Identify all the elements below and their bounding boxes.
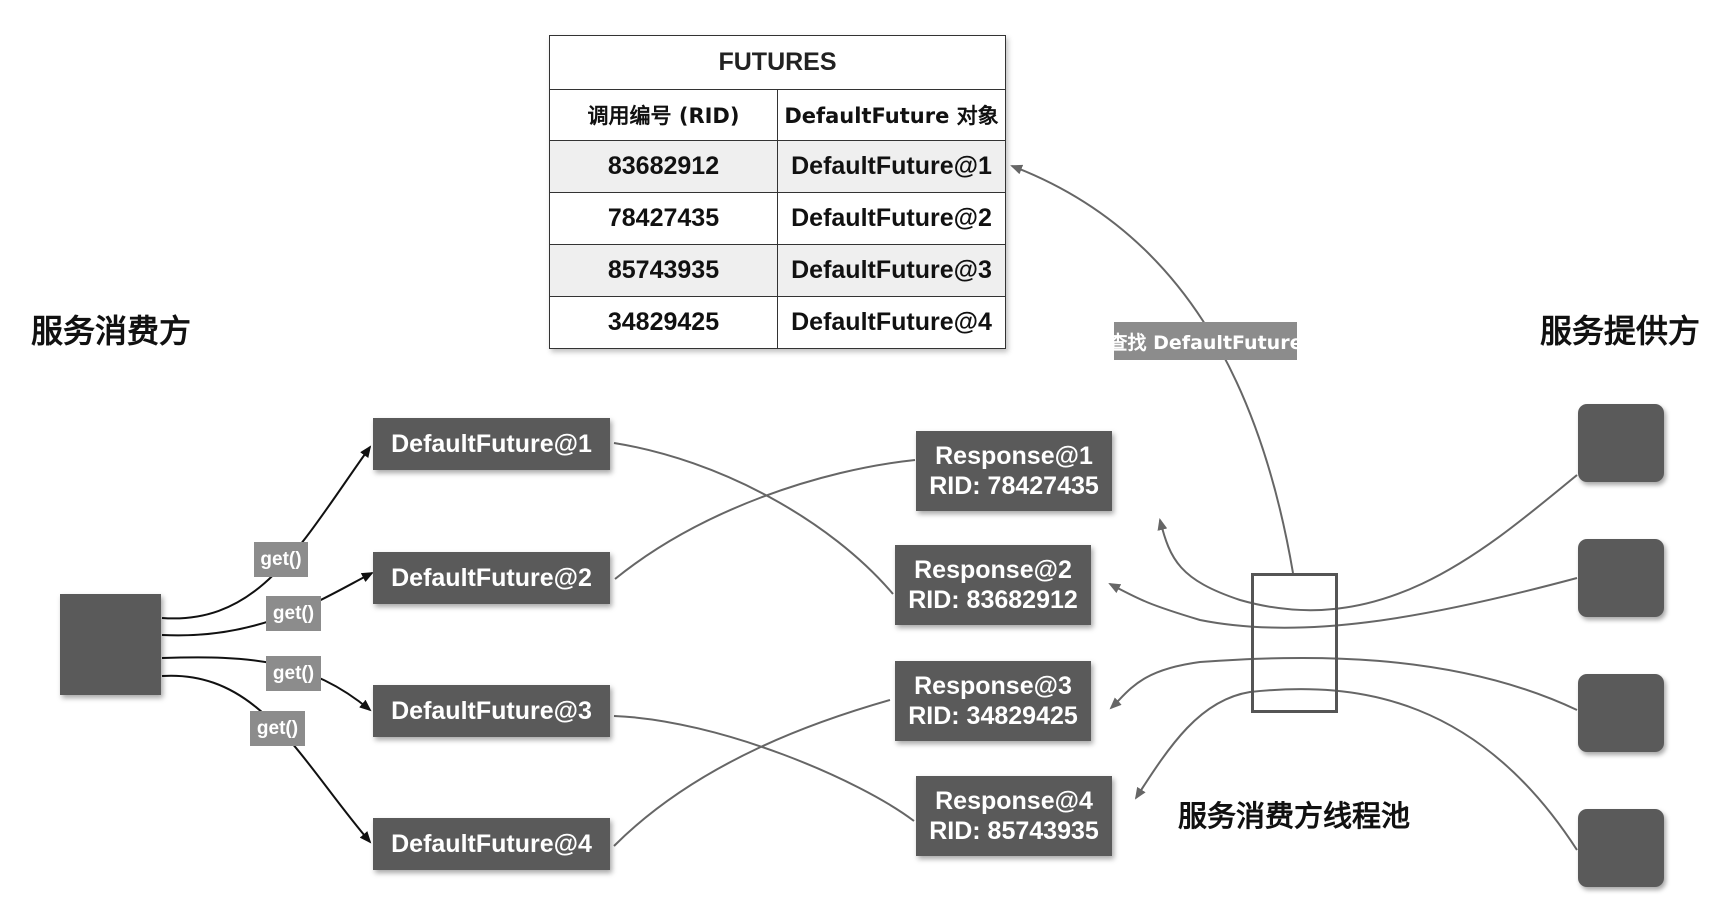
thread-pool-node xyxy=(1251,573,1338,713)
get-tag-3: get() xyxy=(266,656,321,691)
provider-title: 服务提供方 xyxy=(1540,312,1701,350)
link-future2-response1 xyxy=(614,459,916,580)
rid-cell: 78427435 xyxy=(550,193,778,244)
table-row: 34829425 DefaultFuture@4 xyxy=(550,296,1005,348)
futures-table-header: 调用编号 (RID) DefaultFuture 对象 xyxy=(550,89,1005,140)
get-tag-4: get() xyxy=(250,711,305,746)
response-name: Response@1 xyxy=(935,442,1093,470)
provider-node-1 xyxy=(1578,404,1664,482)
future-label: DefaultFuture@2 xyxy=(391,564,592,592)
provider3-to-response3 xyxy=(1109,656,1578,711)
link-future1-response2 xyxy=(613,442,894,595)
futures-table-title: FUTURES xyxy=(718,48,837,76)
provider-node-3 xyxy=(1578,674,1664,752)
consumer-title: 服务消费方 xyxy=(31,312,192,350)
future-cell: DefaultFuture@1 xyxy=(791,152,992,180)
consumer-node xyxy=(60,594,161,695)
future-cell: DefaultFuture@3 xyxy=(791,256,992,284)
future-label: DefaultFuture@1 xyxy=(391,430,592,458)
thread-pool-label: 服务消费方线程池 xyxy=(1178,799,1411,833)
default-future-box-4: DefaultFuture@4 xyxy=(373,818,610,870)
response-box-2: Response@2 RID: 83682912 xyxy=(895,545,1091,625)
default-future-box-2: DefaultFuture@2 xyxy=(373,552,610,604)
link-future4-response3 xyxy=(613,699,891,847)
get-arrow-4 xyxy=(161,674,372,844)
response-name: Response@3 xyxy=(914,672,1072,700)
futures-table: FUTURES 调用编号 (RID) DefaultFuture 对象 8368… xyxy=(549,35,1006,349)
provider2-to-response2 xyxy=(1108,577,1578,629)
response-box-3: Response@3 RID: 34829425 xyxy=(895,661,1091,741)
response-rid: RID: 83682912 xyxy=(908,586,1078,614)
rid-column-header: 调用编号 (RID) xyxy=(550,90,778,140)
get-tag-2: get() xyxy=(266,596,321,631)
provider1-to-response1 xyxy=(1157,474,1578,612)
lookup-tag: 查找 DefaultFuture xyxy=(1109,322,1302,360)
future-label: DefaultFuture@4 xyxy=(391,830,592,858)
future-cell: DefaultFuture@4 xyxy=(791,308,992,336)
response-box-1: Response@1 RID: 78427435 xyxy=(916,431,1112,511)
response-box-4: Response@4 RID: 85743935 xyxy=(916,776,1112,856)
rid-cell: 85743935 xyxy=(550,245,778,296)
lookup-arrow xyxy=(1010,164,1294,574)
default-future-box-1: DefaultFuture@1 xyxy=(373,418,610,470)
future-label: DefaultFuture@3 xyxy=(391,697,592,725)
response-rid: RID: 85743935 xyxy=(929,817,1099,845)
get-arrow-1 xyxy=(161,445,372,620)
future-cell: DefaultFuture@2 xyxy=(791,204,992,232)
rid-cell: 34829425 xyxy=(550,297,778,348)
default-future-box-3: DefaultFuture@3 xyxy=(373,685,610,737)
response-rid: RID: 34829425 xyxy=(908,702,1078,730)
link-future3-response4 xyxy=(613,715,915,822)
response-name: Response@2 xyxy=(914,556,1072,584)
rid-cell: 83682912 xyxy=(550,141,778,192)
provider-node-4 xyxy=(1578,809,1664,887)
get-tag-1: get() xyxy=(254,542,308,577)
response-rid: RID: 78427435 xyxy=(929,472,1099,500)
provider-node-2 xyxy=(1578,539,1664,617)
table-row: 83682912 DefaultFuture@1 xyxy=(550,140,1005,192)
table-row: 85743935 DefaultFuture@3 xyxy=(550,244,1005,296)
response-name: Response@4 xyxy=(935,787,1093,815)
provider4-to-response4 xyxy=(1134,688,1578,851)
table-row: 78427435 DefaultFuture@2 xyxy=(550,192,1005,244)
future-column-header: DefaultFuture 对象 xyxy=(784,104,999,128)
